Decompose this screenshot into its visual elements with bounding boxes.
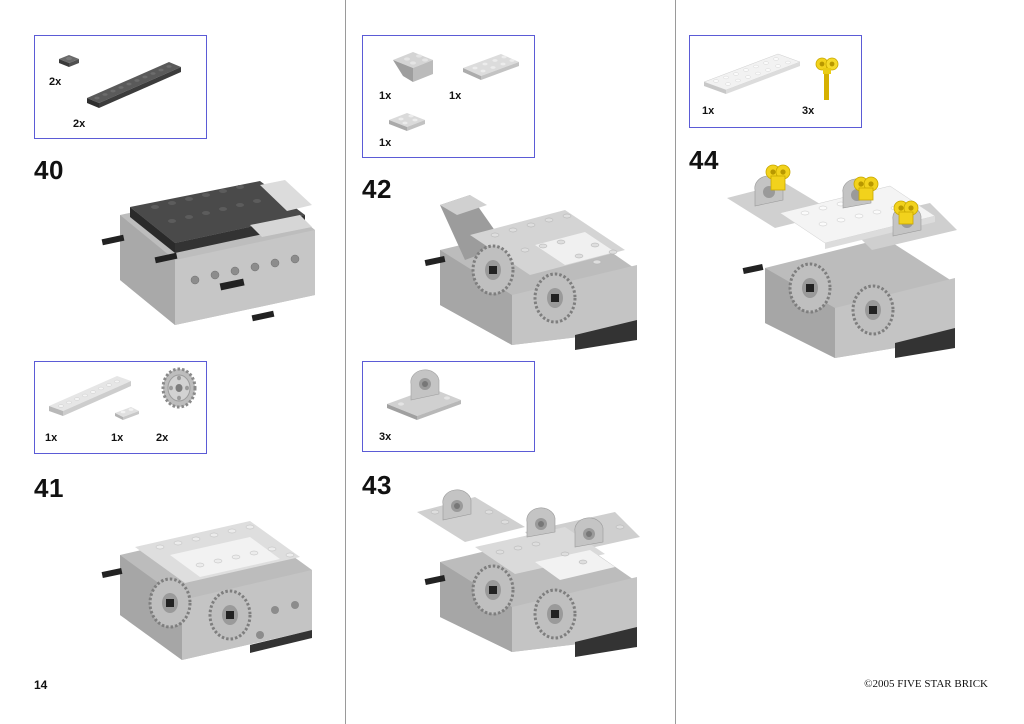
qty-label: 3x: [379, 431, 392, 443]
plate-1x1-dark-icon: [59, 55, 79, 67]
qty-label: 1x: [379, 90, 392, 102]
parts-callout-step-41: 1x 1x 2x: [34, 361, 207, 454]
model-step-41: [101, 521, 312, 660]
qty-label: 2x: [156, 432, 169, 444]
model-step-42: [424, 195, 637, 350]
page-number: 14: [34, 678, 48, 692]
qty-label: 1x: [449, 90, 462, 102]
gear-24-tooth-icon: [161, 367, 197, 409]
copyright-notice: ©2005 FIVE STAR BRICK: [864, 678, 988, 690]
parts-callout-step-43: 3x: [362, 361, 535, 452]
parts-callout-step-44: 1x 3x: [689, 35, 862, 128]
plate-2x2-light-icon: [389, 113, 425, 131]
model-step-40: [101, 180, 315, 325]
qty-label: 1x: [111, 432, 124, 444]
model-step-44: [727, 164, 957, 358]
technic-axle-connector-yellow-icon: [815, 57, 839, 100]
slope-inverted-icon: [393, 52, 433, 82]
plate-with-round-bearing-icon: [387, 369, 461, 420]
qty-label: 2x: [49, 76, 62, 88]
parts-callout-step-42: 1x 1x 1x: [362, 35, 535, 158]
plate-2x8-white-icon: [703, 53, 801, 94]
step-number-40: 40: [34, 155, 64, 185]
qty-label: 1x: [379, 137, 392, 149]
column-divider-right: [675, 0, 676, 724]
column-divider-left: [345, 0, 346, 724]
step-number-42: 42: [362, 174, 392, 204]
step-number-43: 43: [362, 470, 392, 500]
step-number-44: 44: [689, 145, 719, 175]
qty-label: 1x: [45, 432, 58, 444]
qty-label: 2x: [73, 118, 86, 130]
qty-label: 3x: [802, 105, 815, 117]
plate-1x10-dark-icon: [87, 62, 181, 108]
parts-callout-step-40: 2x 2x: [34, 35, 207, 139]
plate-1x8-light-icon: [49, 376, 131, 416]
qty-label: 1x: [702, 105, 715, 117]
model-step-43: [417, 489, 640, 657]
plate-1x2-light-icon: [115, 407, 139, 420]
step-number-41: 41: [34, 473, 64, 503]
plate-2x4-light-icon: [463, 54, 519, 80]
